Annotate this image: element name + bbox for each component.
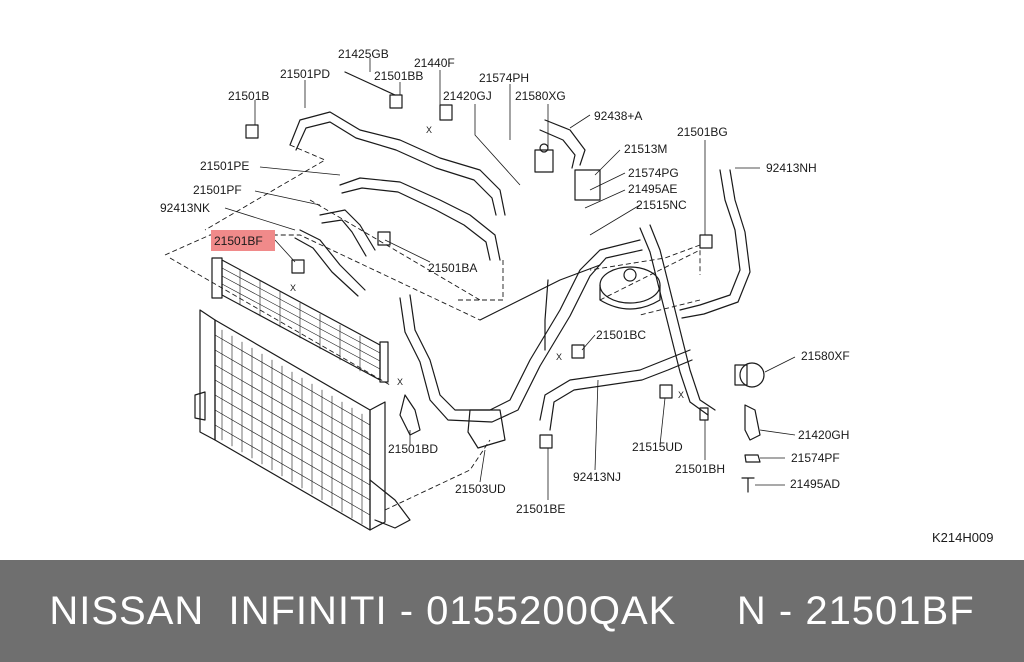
hose-nc: [649, 224, 716, 411]
footer-bar: NISSAN INFINITI - 0155200QAK N - 21501BF: [0, 560, 1024, 662]
clamp-21501bg: [699, 234, 713, 249]
label-21420gj: 21420GJ: [443, 89, 492, 103]
hose-pf: [319, 209, 376, 251]
x-marker: X: [678, 390, 684, 400]
label-21501pe: 21501PE: [200, 159, 249, 173]
clamp-21501ba: [377, 231, 391, 246]
hose-ud: [409, 239, 641, 411]
hose-nh-outer: [681, 169, 751, 319]
label-21501b: 21501B: [228, 89, 269, 103]
hose-nj: [539, 349, 691, 421]
x-marker: X: [397, 377, 403, 387]
label-21501pd: 21501PD: [280, 67, 330, 81]
x-marker: X: [556, 352, 562, 362]
bolt-21495ad: [741, 477, 755, 493]
radiator-core: [194, 309, 411, 531]
clamp-21501bh: [699, 407, 709, 421]
label-21495ad: 21495AD: [790, 477, 840, 491]
label-21501bb: 21501BB: [374, 69, 423, 83]
pump-21580xg: [534, 143, 554, 173]
highlight-21501bf: [211, 230, 275, 251]
clamp-21501be: [539, 434, 553, 449]
label-21574pf: 21574PF: [791, 451, 840, 465]
label-21501bg: 21501BG: [677, 125, 728, 139]
label-21501be: 21501BE: [516, 502, 565, 516]
hose-pe: [339, 177, 501, 261]
hose-92438a-outer: [539, 129, 576, 169]
label-21420gh: 21420GH: [798, 428, 849, 442]
clamp-21501bb: [389, 94, 403, 109]
hose-nc-outer: [639, 227, 709, 416]
clamp-21515ud: [659, 384, 673, 399]
hose-nk-outer: [294, 237, 359, 297]
label-21501ba: 21501BA: [428, 261, 477, 275]
label-21574ph: 21574PH: [479, 71, 529, 85]
diagram-reference-code: K214H009: [932, 530, 994, 545]
bracket-21420gh: [744, 404, 761, 441]
cooling-hose-diagram: 21425GB 21440F 21501PD 21501BB 21574PH 2…: [160, 47, 850, 531]
sensor-21440f: [439, 104, 453, 121]
hose-nh: [679, 169, 741, 311]
hose-upper-a: [289, 111, 506, 216]
hose-nk: [299, 229, 366, 291]
clamp-21501b: [245, 124, 259, 139]
label-21574pg: 21574PG: [628, 166, 679, 180]
hose-nj-outer: [549, 359, 693, 431]
part-labels: 21425GB 21440F 21501PD 21501BB 21574PH 2…: [160, 47, 850, 516]
clamp-21501bf: [291, 259, 305, 274]
hose-upper-misc: [479, 264, 601, 321]
label-21515nc: 21515NC: [636, 198, 687, 212]
x-marker: X: [290, 283, 296, 293]
label-21501bf: 21501BF: [214, 234, 263, 248]
label-21495ae: 21495AE: [628, 182, 677, 196]
part-number-caption: NISSAN INFINITI - 0155200QAK N - 21501BF: [49, 588, 975, 633]
label-21501pf: 21501PF: [193, 183, 242, 197]
pump-21580xf: [734, 362, 765, 388]
label-21425gb: 21425GB: [338, 47, 389, 61]
rod-21425gb: [344, 71, 396, 96]
label-21503ud: 21503UD: [455, 482, 506, 496]
hose-92438a: [544, 119, 586, 166]
label-92413nj: 92413NJ: [573, 470, 621, 484]
hose-pf-outer: [321, 219, 367, 257]
condenser: [211, 257, 389, 383]
label-21501bd: 21501BD: [388, 442, 438, 456]
label-21513m: 21513M: [624, 142, 667, 156]
reservoir-tank: [599, 266, 661, 310]
label-92413nh: 92413NH: [766, 161, 817, 175]
x-marker: X: [426, 125, 432, 135]
clamp-21501bc: [571, 344, 585, 359]
clip-21574pf: [744, 454, 761, 463]
hose-pe-outer: [341, 187, 491, 261]
label-21440f: 21440F: [414, 56, 455, 70]
hose-upper-misc-b: [544, 279, 549, 351]
hose-upper-a-outer: [295, 121, 497, 216]
hose-ud-outer: [399, 249, 643, 423]
label-21501bc: 21501BC: [596, 328, 646, 342]
label-21501bh: 21501BH: [675, 462, 725, 476]
label-21580xg: 21580XG: [515, 89, 566, 103]
x-markers: X X X X X: [290, 125, 684, 400]
label-92438a: 92438+A: [594, 109, 642, 123]
connector-21501bd: [399, 394, 421, 436]
label-92413nk: 92413NK: [160, 201, 210, 215]
label-21580xf: 21580XF: [801, 349, 850, 363]
label-21515ud: 21515UD: [632, 440, 683, 454]
outlet-21503ud: [467, 409, 506, 449]
bracket-21513m: [574, 169, 601, 201]
